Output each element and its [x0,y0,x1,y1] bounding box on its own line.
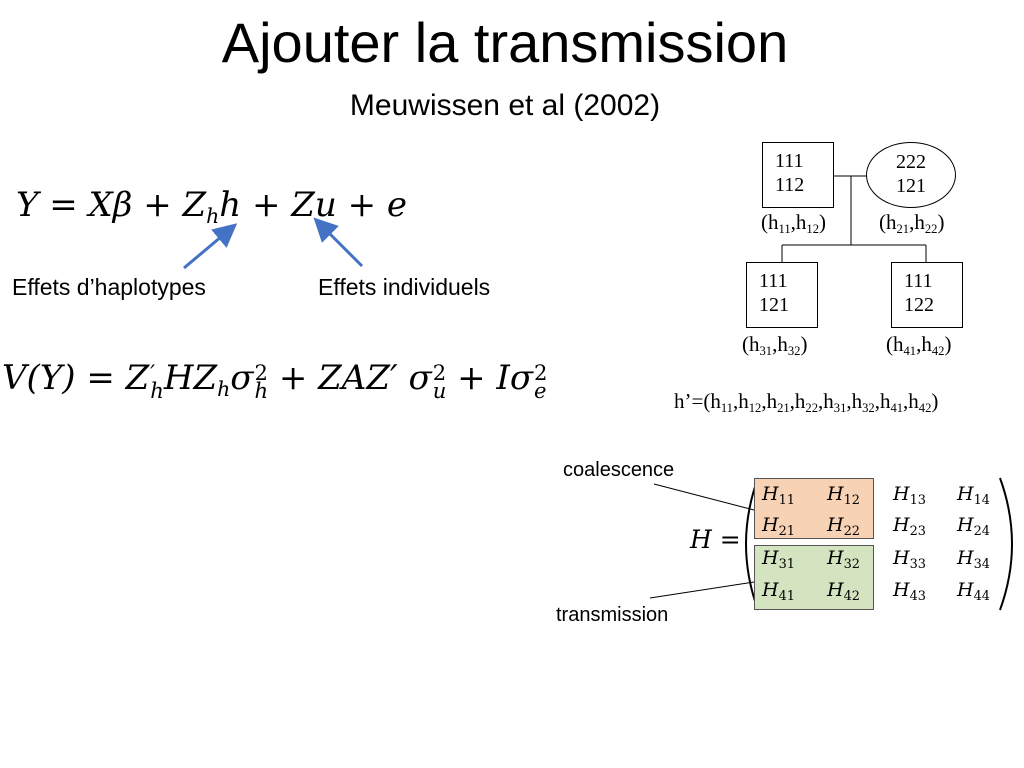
dam-oval: 222 121 [866,142,956,208]
model-equation: Y = Xβ + Zhh + Zu + e [16,185,408,229]
child2-haplotype-1: 111 [904,270,933,292]
coalescence-label: coalescence [563,459,675,481]
matrix-cell: H12 [827,483,861,508]
matrix-cell: H23 [893,514,927,539]
child2-haplotype-2: 122 [904,294,934,316]
child1-haplotype-pair: (h31,h32) [742,332,808,358]
dam-haplotype-1: 222 [896,151,926,173]
child1-haplotype-2: 121 [759,294,789,316]
matrix-cell: H34 [957,547,991,572]
coalescence-block [754,478,874,539]
matrix-left-bracket [745,477,759,611]
matrix-cell: H33 [893,547,927,572]
page-title: Ajouter la transmission [221,11,789,74]
matrix-label: H = [690,525,741,554]
haplotype-vector: h’=(h11,h12,h21,h22,h31,h32,h41,h42) [674,389,939,415]
matrix-cell: H11 [762,483,796,508]
sire-haplotype-2: 112 [775,174,805,196]
sire-box: 111 112 [762,142,834,208]
matrix-cell: H41 [762,579,796,604]
child2-box: 111 122 [891,262,963,328]
matrix-right-bracket [999,477,1013,611]
matrix-cell: H31 [762,547,796,572]
child1-haplotype-1: 111 [759,270,788,292]
child1-box: 111 121 [746,262,818,328]
matrix-cell: H21 [762,514,796,539]
individual-effects-label: Effets individuels [318,274,491,300]
dam-haplotype-2: 121 [896,175,926,197]
arrow-haplotype-effects [183,223,238,270]
sire-haplotype-1: 111 [775,150,804,172]
matrix-cell: H22 [827,514,861,539]
matrix-cell: H32 [827,547,861,572]
dam-haplotype-pair: (h21,h22) [879,210,945,236]
matrix-cell: H44 [957,579,991,604]
coalescence-pointer [653,483,755,511]
sire-haplotype-pair: (h11,h12) [761,210,826,236]
haplotype-effects-label: Effets d’haplotypes [12,274,206,300]
matrix-cell: H24 [957,514,991,539]
arrow-individual-effects [313,217,364,268]
transmission-label: transmission [556,604,669,626]
matrix-cell: H42 [827,579,861,604]
matrix-cell: H13 [893,483,927,508]
transmission-block [754,545,874,610]
matrix-cell: H14 [957,483,991,508]
child2-haplotype-pair: (h41,h42) [886,332,952,358]
transmission-pointer [649,581,755,599]
page-subtitle: Meuwissen et al (2002) [349,89,661,122]
matrix-cell: H43 [893,579,927,604]
